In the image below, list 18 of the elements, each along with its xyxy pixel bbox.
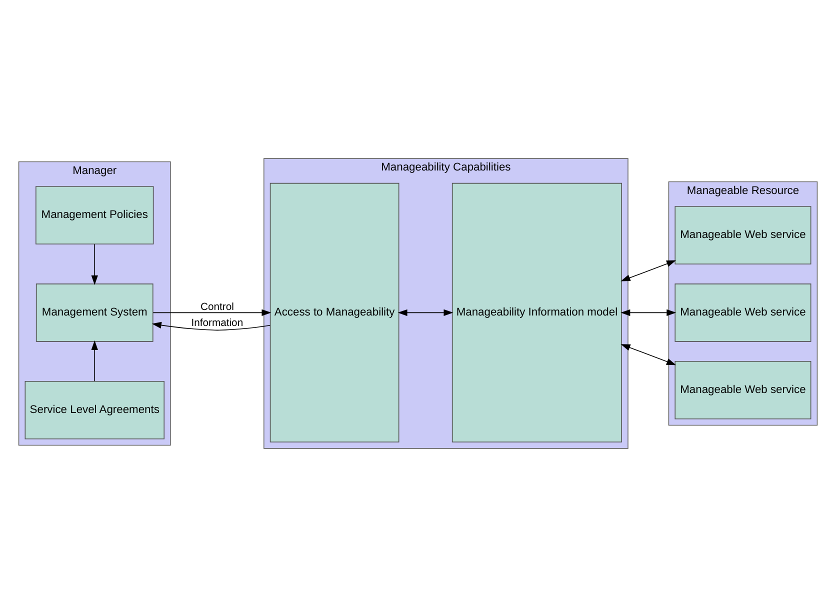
edge-label: Information (191, 318, 244, 329)
arrow (398, 309, 454, 316)
node-box: Management System (36, 284, 154, 342)
edge-label: Control (200, 302, 234, 313)
arrow (91, 244, 98, 285)
node-box: Manageable Web service (674, 361, 812, 420)
node-box: Management Policies (36, 186, 154, 244)
arrow (152, 322, 271, 331)
arrow (91, 340, 98, 382)
node-box: Service Level Agreements (24, 380, 164, 440)
node-box: Manageability Information model (452, 182, 622, 442)
arrow (620, 309, 676, 316)
node-box: Manageable Web service (674, 206, 812, 264)
node-box: Access to Manageability (270, 182, 400, 442)
node-box: Manageable Web service (674, 284, 812, 342)
arrow (620, 260, 676, 282)
arrow (152, 309, 272, 316)
arrow (620, 344, 676, 366)
